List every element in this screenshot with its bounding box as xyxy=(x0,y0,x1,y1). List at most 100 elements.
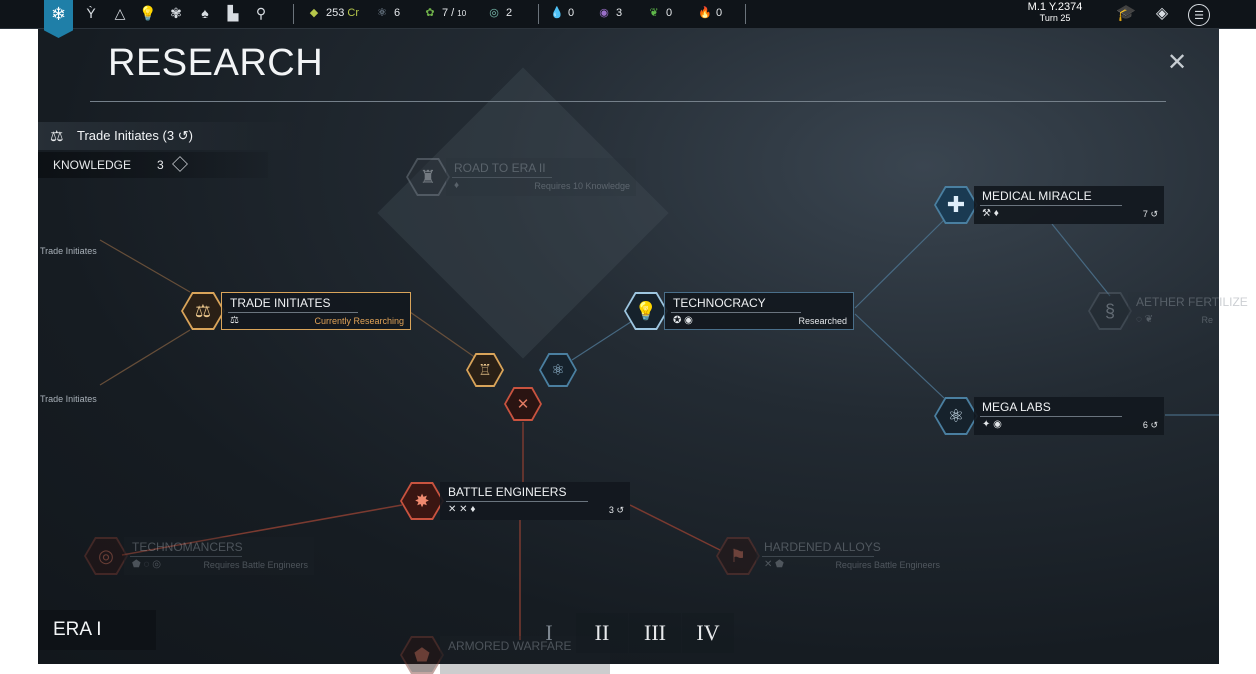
crossed-swords-icon: ✕ xyxy=(506,389,540,419)
era-tab-label: III xyxy=(644,620,666,645)
seahorse-icon: § xyxy=(1090,294,1130,328)
turns-icon: ↺ xyxy=(616,505,624,515)
leaf-readout: ❦0 xyxy=(649,7,673,19)
tech-name: TECHNOMANCERS xyxy=(132,540,243,554)
tech-card: TRADE INITIATES ⚖ Currently Researching xyxy=(221,292,411,330)
tech-status: Researched xyxy=(798,316,847,326)
era-tab-label: II xyxy=(594,620,610,645)
turns-icon: ↺ xyxy=(1150,420,1158,430)
turns-icon: ↺ xyxy=(177,128,189,143)
divider xyxy=(538,4,539,24)
side-label: Trade Initiates xyxy=(40,246,97,256)
fire-readout: 🔥0 xyxy=(698,7,723,19)
influence-icon[interactable]: △ xyxy=(114,4,126,21)
junction-node-factory[interactable]: ♖ xyxy=(466,353,504,387)
layers-icon[interactable]: ◈ xyxy=(1155,5,1169,22)
tech-name: TRADE INITIATES xyxy=(230,296,331,310)
menu-icon[interactable]: ☰ xyxy=(1188,4,1210,26)
turns-icon: ↺ xyxy=(1150,209,1158,219)
tech-name: MEDICAL MIRACLE xyxy=(982,189,1092,203)
divider xyxy=(745,4,746,24)
academy-icon[interactable]: 🎓 xyxy=(1116,5,1136,22)
science-icon[interactable]: 💡 xyxy=(139,4,157,21)
title-divider xyxy=(90,101,1166,102)
search-icon[interactable]: ⚲ xyxy=(255,4,267,21)
tech-name: ROAD TO ERA II xyxy=(454,161,546,175)
tech-name: HARDENED ALLOYS xyxy=(764,540,881,554)
close-button[interactable]: ✕ xyxy=(1166,51,1188,75)
stats-icon[interactable]: ▙ xyxy=(227,4,239,21)
swords-drop-icons: ✕ ✕ ♦ xyxy=(448,504,476,515)
flag-icon: ⚑ xyxy=(718,539,758,573)
tech-turns: 7 xyxy=(1142,209,1148,219)
era-label: ERA I xyxy=(53,619,102,640)
underline xyxy=(980,205,1122,206)
scales-icon: ⚖ xyxy=(183,294,223,328)
fire-icon: 🔥 xyxy=(698,7,712,19)
explosion-icon: ✸ xyxy=(402,484,442,518)
hex-frame: ♜ xyxy=(406,158,450,196)
tech-turns: 6 xyxy=(1142,420,1148,430)
era-tab-i[interactable]: I xyxy=(523,613,575,653)
knowledge-icon: ⚛ xyxy=(377,7,387,19)
page-title: RESEARCH xyxy=(108,42,324,84)
tools-drop-icons: ⚒ ♦ xyxy=(982,208,999,219)
military-icon[interactable]: ♠ xyxy=(201,5,209,21)
shield-icon: ⬟ xyxy=(402,638,442,672)
tech-card: TECHNOMANCERS ⬟ ◌ ◎ Requires Battle Engi… xyxy=(124,537,314,575)
lightbulb-icon: 💡 xyxy=(626,294,666,328)
tech-status: Currently Researching xyxy=(314,316,404,326)
game-background xyxy=(38,0,1219,664)
knowledge-diamond-icon xyxy=(172,156,188,172)
factory-icon: ♖ xyxy=(468,355,502,385)
underline xyxy=(671,312,801,313)
loading-leaf-icons: ◌ ❦ xyxy=(1136,314,1154,325)
shield-icons: ⬟ ◌ ◎ xyxy=(132,559,161,570)
wind-readout: ◎2 xyxy=(489,7,513,19)
knowledge-value: 3 xyxy=(157,158,164,172)
tech-name: TECHNOCRACY xyxy=(673,296,766,310)
tech-status: Re xyxy=(1201,315,1213,325)
underline xyxy=(228,312,358,313)
era-tab-label: IV xyxy=(696,620,720,645)
underline xyxy=(130,556,242,557)
tech-card: TECHNOCRACY ✪ ◉ Researched xyxy=(664,292,854,330)
knowledge-panel: KNOWLEDGE 3 xyxy=(38,152,268,178)
drop-icon: ♦ xyxy=(454,180,460,191)
population-icon[interactable]: Ỳ xyxy=(86,5,96,21)
tower-icon: ♜ xyxy=(408,160,448,194)
divider xyxy=(293,4,294,24)
tech-turns: 3 xyxy=(608,505,614,515)
knowledge-readout: ⚛6 xyxy=(377,7,401,19)
empire-logo-button[interactable]: ❄ xyxy=(44,0,73,38)
era-tab-ii[interactable]: II xyxy=(576,613,628,653)
spiral-icon: ◎ xyxy=(86,539,126,573)
era-tab-iii[interactable]: III xyxy=(629,613,681,653)
current-research-panel[interactable]: ⚖ Trade Initiates (3 ↺) xyxy=(38,122,298,150)
turn-text: Turn 25 xyxy=(1039,13,1071,23)
underline xyxy=(980,416,1122,417)
atom-icon: ⚛ xyxy=(936,399,976,433)
water-icon: 💧 xyxy=(550,7,564,19)
tech-name: AETHER FERTILIZE xyxy=(1136,295,1248,309)
knowledge-label: KNOWLEDGE xyxy=(53,158,132,172)
wind-icon: ◎ xyxy=(489,7,499,19)
tech-card: MEGA LABS ✦ ◉ 6 ↺ xyxy=(974,397,1164,435)
atom-icon: ⚛ xyxy=(541,355,575,385)
approval-icon[interactable]: ✾ xyxy=(170,4,182,21)
food-readout: ✿7 / 10 xyxy=(425,7,467,19)
top-bar xyxy=(0,0,1256,29)
eye-readout: ◉3 xyxy=(599,7,623,19)
tech-card: AETHER FERTILIZE ◌ ❦ Re xyxy=(1128,292,1248,330)
sword-shield-icons: ✕ ⬟ xyxy=(764,559,784,570)
food-icon: ✿ xyxy=(425,7,435,19)
date-text: M.1 Y.2374 xyxy=(1027,1,1083,13)
era-tab-iv[interactable]: IV xyxy=(682,613,734,653)
tech-card: HARDENED ALLOYS ✕ ⬟ Requires Battle Engi… xyxy=(756,537,946,575)
hex-frame: ⚖ xyxy=(181,292,225,330)
tech-card: BATTLE ENGINEERS ✕ ✕ ♦ 3 ↺ xyxy=(440,482,630,520)
tech-name: BATTLE ENGINEERS xyxy=(448,485,567,499)
credits-icon: ◆ xyxy=(309,7,319,19)
era-indicator: ERA I xyxy=(38,610,156,650)
